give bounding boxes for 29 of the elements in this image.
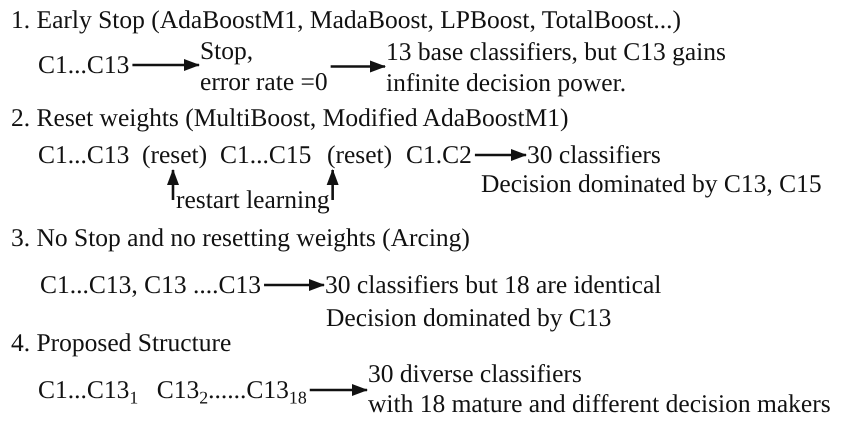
sequence-label: C1...C13 [38, 141, 130, 169]
arrow [326, 169, 339, 200]
reset-label: (reset) [327, 141, 392, 169]
annotation-label: restart learning [176, 186, 330, 214]
note-text: Decision dominated by C13 [326, 304, 612, 332]
note-text: Decision dominated by C13, C15 [481, 170, 822, 198]
sequence-label: C1...C13, C13 ....C13 [40, 271, 262, 299]
sequence-label: C1...C13 [38, 51, 130, 79]
arrow [132, 59, 200, 71]
reset-label: (reset) [142, 141, 208, 169]
arrow [167, 169, 179, 200]
result-text: 30 diverse classifiers [368, 359, 583, 389]
arrow [310, 384, 368, 396]
result-text: 30 classifiers [527, 141, 661, 169]
arrow [474, 149, 527, 161]
section-heading: 2. Reset weights (MultiBoost, Modified AdaBoostM1) [11, 104, 568, 132]
sequence-label: C1.C2 [406, 141, 472, 169]
arrow [330, 60, 386, 72]
result-text: 13 base classifiers, but C13 gains infinite decision power. [386, 36, 751, 98]
section-heading: 4. Proposed Structure [11, 329, 232, 357]
condition-label: error rate =0 [200, 66, 328, 97]
sequence-label: C1...C13$_{1}$ C13$_{2}$......C13$_{18}$ [38, 376, 307, 404]
result-text: 30 classifiers but 18 are identical [325, 271, 662, 299]
sequence-label: C1...C15 [220, 141, 312, 169]
section-heading: 1. Early Stop (AdaBoostM1, MadaBoost, LPBoost, TotalBoost...) [11, 6, 681, 34]
stop-label: Stop, [200, 35, 254, 66]
arrow [264, 279, 325, 291]
section-heading: 3. No Stop and no resetting weights (Arcing) [11, 224, 470, 252]
result-text: with 18 mature and different decision makers [368, 389, 831, 419]
